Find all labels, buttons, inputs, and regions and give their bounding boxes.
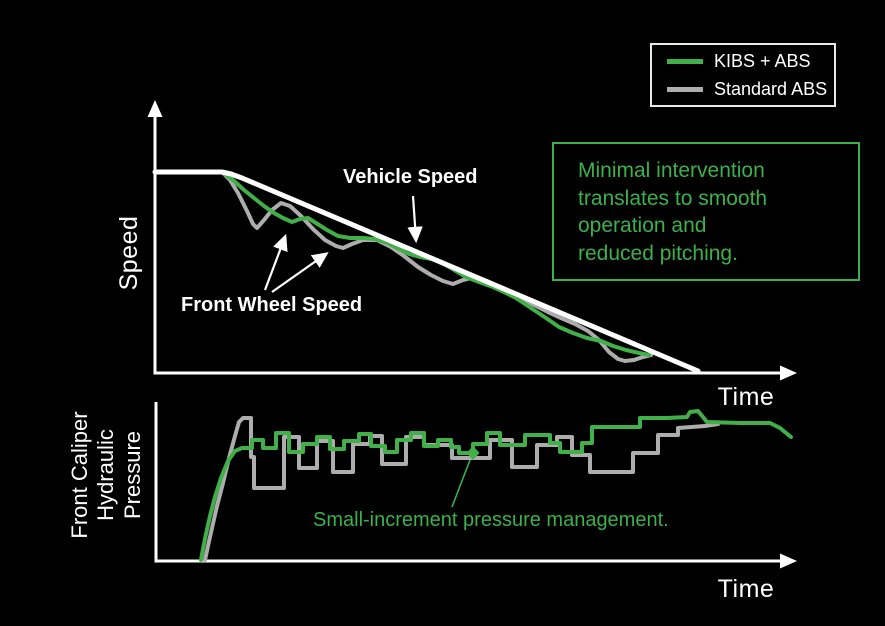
vehicle-speed-arrow xyxy=(407,195,423,244)
top-chart-axes xyxy=(147,100,797,381)
y-axis-arrowhead xyxy=(147,100,163,117)
series-line-front-wheel-speed-kibs-abs xyxy=(220,170,651,357)
bottom-chart-series xyxy=(199,409,793,562)
vehicle-speed-label: Vehicle Speed xyxy=(343,166,478,188)
legend-label-standard: Standard ABS xyxy=(714,78,828,99)
legend-item-kibs: KIBS + ABS xyxy=(667,51,834,72)
legend-label-kibs: KIBS + ABS xyxy=(714,50,811,71)
series-line-pressure-kibs-abs xyxy=(199,409,793,562)
front-wheel-speed-label: Front Wheel Speed xyxy=(181,294,363,316)
pressure-management-note: Small-increment pressure management. xyxy=(313,509,669,531)
top-chart-ylabel: Speed xyxy=(115,215,143,291)
bottom-chart-xlabel: Time xyxy=(717,575,775,603)
bottom-chart-ylabel: Front Caliper Hydraulic Pressure xyxy=(67,411,145,539)
x-axis-arrowhead xyxy=(780,365,797,381)
standard-line-swatch xyxy=(667,86,703,92)
pressure-marker-diamond xyxy=(466,446,480,460)
bottom-chart-axes xyxy=(154,402,797,569)
top-chart-series xyxy=(152,169,701,374)
front-wheel-speed-arrows xyxy=(263,233,329,293)
x-axis-arrowhead-bottom xyxy=(780,553,797,569)
insight-box: Minimal intervention translates to smoot… xyxy=(552,142,860,281)
top-chart-xlabel: Time xyxy=(717,383,775,411)
series-line-vehicle-speed xyxy=(152,169,701,374)
legend-item-standard: Standard ABS xyxy=(667,79,834,100)
series-line-pressure-standard-abs xyxy=(203,416,720,562)
kibs-line-swatch xyxy=(667,58,703,64)
legend: KIBS + ABS Standard ABS xyxy=(650,43,836,107)
pressure-callout xyxy=(451,446,480,508)
insight-text: Minimal intervention translates to smoot… xyxy=(578,159,768,265)
